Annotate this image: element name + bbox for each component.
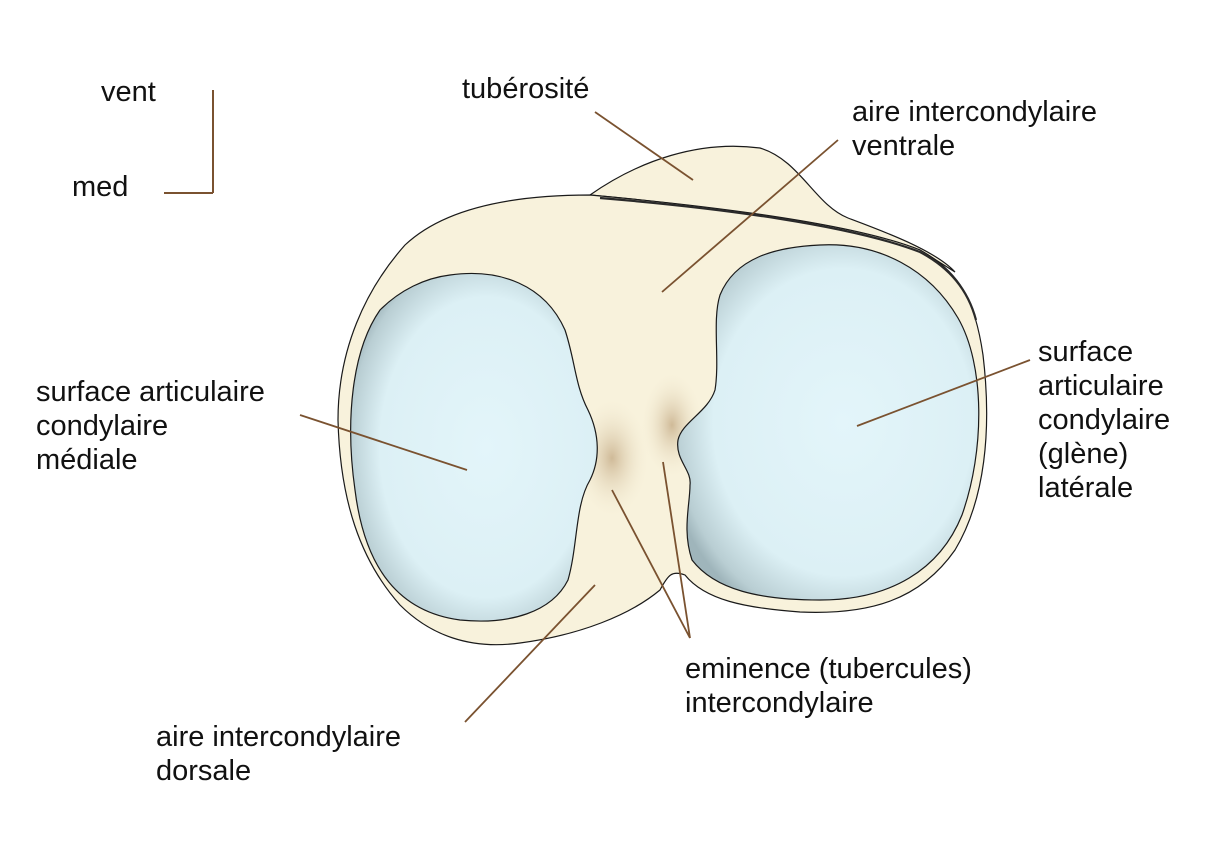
lateral-surface-line-5: latérale [1038,472,1134,504]
dorsal-intercondylar-area-label: aire intercondylaire dorsale [156,720,401,788]
medial-label: med [72,171,129,203]
medial-surface-line-2: condylaire [36,410,169,442]
leader-eminence-lateral [662,461,691,639]
lateral-surface-line-1: surface [1038,336,1134,368]
leader-lines [299,111,1031,723]
medial-articular-surface-label: surface articulaire condylaire médiale [36,375,265,477]
ventral-area-line-1: aire intercondylaire [852,96,1098,128]
leader-medial-surface [299,414,468,471]
lateral-surface-line-3: condylaire [1038,404,1171,436]
orientation-indicator [164,90,214,194]
medial-surface-line-3: médiale [36,444,138,476]
ventral-intercondylar-area-label: aire intercondylaire ventrale [852,95,1097,163]
plateau-rim-shadow [599,196,978,321]
dorsal-area-line-1: aire intercondylaire [156,721,402,753]
lateral-articular-surface [677,244,980,601]
eminence-line-1: eminence (tubercules) [685,653,972,685]
leader-lateral-surface [856,359,1031,427]
lateral-surface-line-2: articulaire [1038,370,1164,402]
leader-ventral-area [661,139,839,293]
leader-dorsal-area [464,584,596,723]
leader-tuberosity [594,111,694,181]
tuberosity-label: tubérosité [462,73,590,105]
leader-eminence-medial [611,489,691,639]
intercondylar-eminence-label: eminence (tubercules) intercondylaire [685,652,972,720]
medial-surface-line-1: surface articulaire [36,376,265,408]
dorsal-area-line-2: dorsale [156,755,252,787]
lateral-articular-surface-label: surface articulaire condylaire (glène) l… [1038,335,1170,505]
medial-articular-surface [350,272,598,622]
lateral-surface-line-4: (glène) [1038,438,1129,470]
ventral-area-line-2: ventrale [852,130,956,162]
ventral-label: vent [101,76,156,108]
eminence-line-2: intercondylaire [685,687,874,719]
